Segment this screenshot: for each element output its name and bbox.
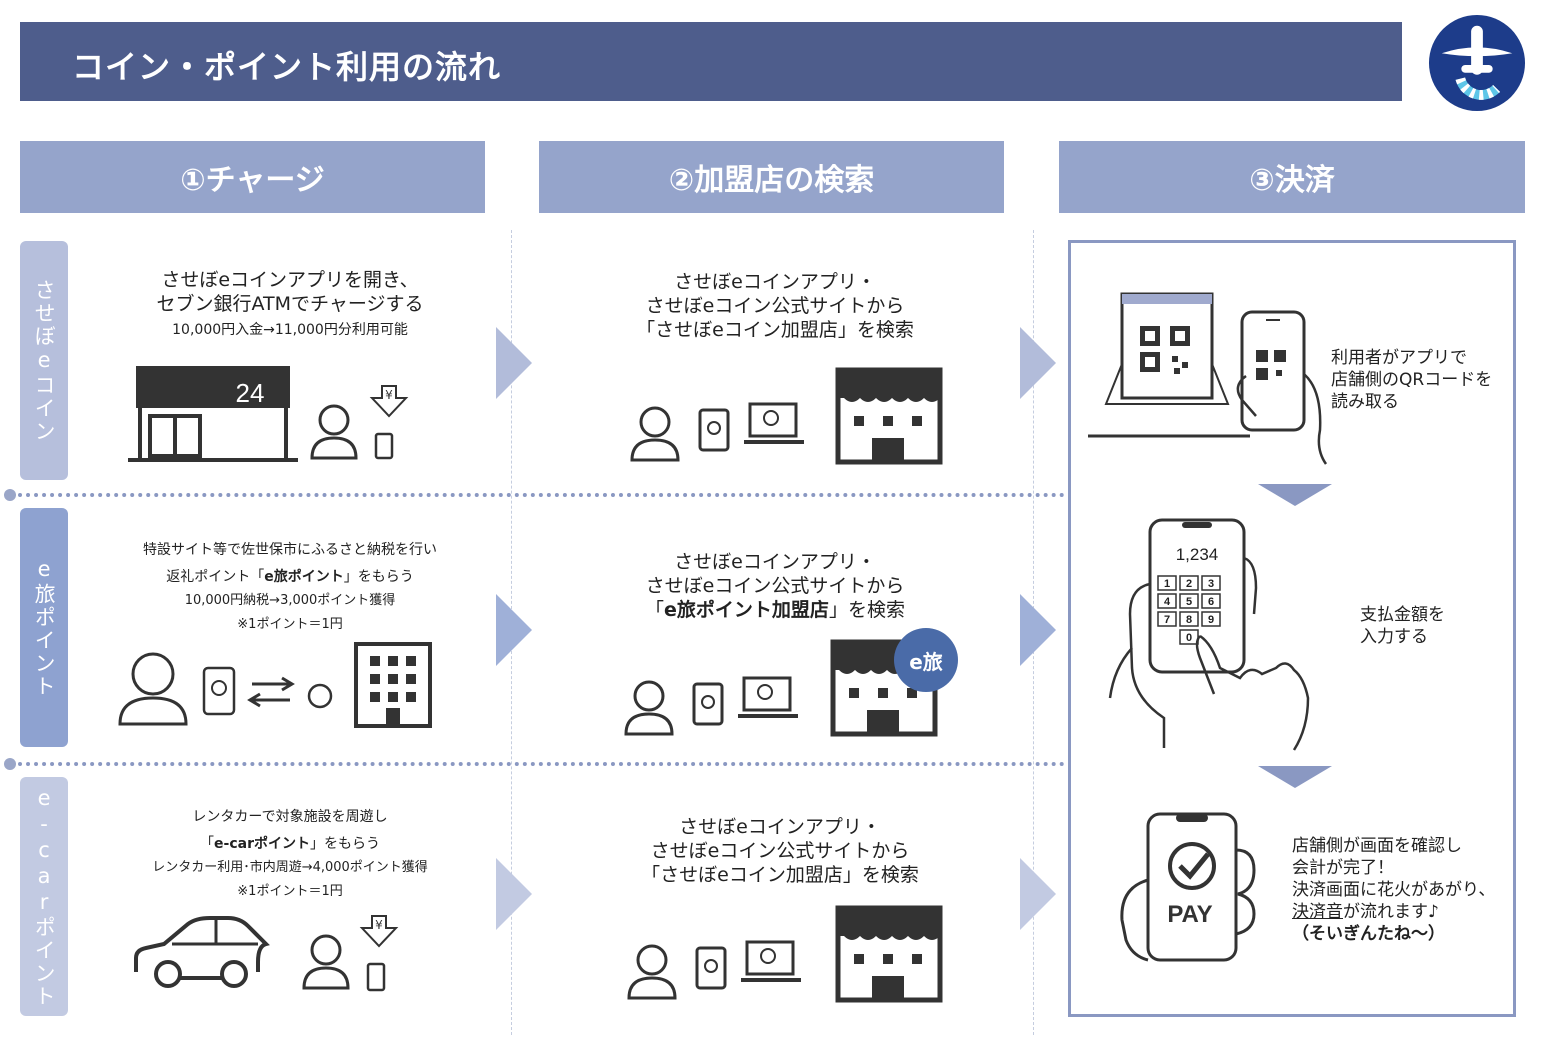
charge-description: 特設サイト等で佐世保市にふるさと納税を行い 返礼ポイント「e旅ポイント」をもらう… [143,542,437,632]
pay-label: PAY [1167,901,1212,928]
shop-icon [835,905,943,1003]
column-header-charge: ①チャージ [20,141,485,213]
flow-arrow-right [1020,594,1056,666]
shop-icon [835,367,943,465]
flow-arrow-right [1020,327,1056,399]
svg-text:¥: ¥ [385,388,393,402]
amount-display: 1,234 [1176,545,1219,564]
pay-complete-illustration: PAY [1120,812,1256,962]
flow-arrow-right [1020,858,1056,930]
store-number: 24 [236,378,265,408]
qr-scan-illustration [1088,292,1328,465]
svg-text:¥: ¥ [375,918,383,932]
search-description: させぼeコインアプリ・ させぼeコイン公式サイトから 「させぼeコイン加盟店」を… [636,271,914,341]
row-divider [10,493,1065,497]
search-description: させぼeコインアプリ・ させぼeコイン公式サイトから 「させぼeコイン加盟店」を… [641,816,919,886]
payment-step3-text: 店舗側が画面を確認し 会計が完了！ 決済画面に花火があがり、 決済音が流れます♪… [1292,836,1496,944]
flow-arrow-down [1258,484,1332,506]
etabi-badge: e旅 [894,628,958,692]
sasebo-coin-logo [1428,14,1526,112]
user-device-search-icon [624,676,798,736]
charge-description: させぼeコインアプリを開き、 セブン銀行ATMでチャージする 10,000円入金… [156,269,424,338]
payment-step2-text: 支払金額を 入力する [1360,605,1445,647]
svg-text:7: 7 [1164,614,1170,626]
charge-description: レンタカーで対象施設を周遊し 「e-carポイント」をもらう レンタカー利用･市… [152,809,428,899]
page-title: コイン・ポイント利用の流れ [72,48,502,86]
svg-text:3: 3 [1208,578,1214,590]
convenience-store-icon: 24 [128,366,298,462]
row-divider-dot [4,758,16,770]
amount-entry-illustration: 1,234 1 2 3 4 5 6 7 8 9 0 [1108,518,1310,751]
car-user-icon: ¥ [134,915,399,992]
row-divider-dot [4,489,16,501]
flow-arrow-right [496,858,532,930]
svg-text:2: 2 [1186,578,1192,590]
svg-text:9: 9 [1208,614,1214,626]
row-label-etabi-point: e旅ポイント [20,508,68,747]
svg-text:6: 6 [1208,596,1214,608]
row-divider [10,762,1065,766]
flow-arrow-down [1258,766,1332,788]
user-device-search-icon [627,940,801,1000]
svg-text:1: 1 [1164,578,1170,590]
flow-arrow-right [496,594,532,666]
svg-text:5: 5 [1186,596,1192,608]
row-label-sasebo-ecoin: させぼeコイン [20,241,68,480]
flow-arrow-right [496,327,532,399]
payment-flow-box [1068,240,1516,1017]
furusato-tax-icon [118,642,432,728]
search-description: させぼeコインアプリ・ させぼeコイン公式サイトから 「e旅ポイント加盟店」を検… [645,551,905,621]
svg-text:4: 4 [1164,596,1171,608]
column-header-search: ②加盟店の検索 [539,141,1004,213]
payment-step1-text: 利用者がアプリで 店舗側のQRコードを 読み取る [1331,348,1493,412]
user-charge-icon: ¥ [310,385,409,460]
column-header-payment: ③決済 [1059,141,1525,213]
title-banner: コイン・ポイント利用の流れ [20,22,1402,101]
svg-text:0: 0 [1186,632,1192,644]
user-device-search-icon [630,402,804,462]
row-label-ecar-point: e‐carポイント [20,777,68,1016]
svg-text:8: 8 [1186,614,1192,626]
